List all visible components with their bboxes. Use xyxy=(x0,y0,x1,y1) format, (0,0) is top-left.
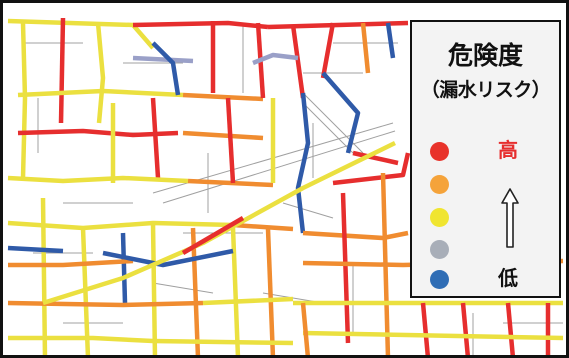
road-segment xyxy=(230,227,241,355)
road-segment xyxy=(150,222,158,355)
road-segment xyxy=(58,17,66,124)
road-segment xyxy=(340,192,351,344)
road-segment xyxy=(302,330,564,341)
road-segment xyxy=(17,88,184,98)
legend-dot-medium xyxy=(430,208,449,227)
legend-dot-high xyxy=(430,175,449,194)
road-segment xyxy=(20,22,28,99)
road-segment xyxy=(332,152,411,186)
road-segment xyxy=(20,97,28,179)
parcel-line xyxy=(302,102,354,154)
legend-label-high: 高 xyxy=(498,138,518,162)
road-segment xyxy=(120,232,128,304)
road-segment xyxy=(320,22,336,79)
road-network xyxy=(7,17,564,355)
road-segment xyxy=(95,22,106,124)
road-segment xyxy=(132,55,194,64)
road-segment xyxy=(290,24,306,99)
legend-dot-low xyxy=(430,240,449,259)
road-segment xyxy=(202,296,294,306)
road-segment xyxy=(151,41,181,96)
road-segment xyxy=(460,302,470,355)
road-segment xyxy=(505,302,515,355)
legend-subtitle: （漏水リスク） xyxy=(420,79,551,101)
road-segment xyxy=(252,52,299,66)
parcel-line xyxy=(162,130,396,204)
parcel-line xyxy=(282,202,334,219)
road-segment xyxy=(7,245,64,254)
road-segment xyxy=(360,22,371,74)
road-segment xyxy=(352,150,399,166)
road-segment xyxy=(187,178,274,188)
parcel-line xyxy=(152,282,214,294)
road-segment xyxy=(265,228,276,355)
road-segment xyxy=(40,197,48,355)
road-segment xyxy=(7,175,189,184)
road-segment xyxy=(321,71,361,154)
road-segment xyxy=(132,20,269,30)
up-arrow-icon xyxy=(501,188,519,248)
road-segment xyxy=(420,302,430,355)
legend-dot-very-high xyxy=(430,142,449,161)
road-segment xyxy=(385,22,396,59)
legend-label-low: 低 xyxy=(498,266,518,290)
road-segment xyxy=(302,230,409,241)
road-segment xyxy=(7,18,155,50)
road-segment xyxy=(182,92,264,102)
road-segment xyxy=(295,92,311,234)
road-segment xyxy=(181,216,245,255)
road-segment xyxy=(8,258,134,268)
road-segment xyxy=(300,302,310,355)
road-segment xyxy=(150,97,161,179)
road-segment xyxy=(190,227,201,355)
road-segment xyxy=(182,130,264,141)
road-segment xyxy=(232,222,294,232)
road-segment xyxy=(152,338,294,346)
risk-legend: 危険度 （漏水リスク） 高 低 xyxy=(410,20,561,298)
road-segment xyxy=(102,248,234,268)
parcel-line xyxy=(302,92,364,154)
road-segment xyxy=(7,300,204,308)
road-segment xyxy=(8,335,154,344)
legend-title: 危険度 xyxy=(447,41,523,70)
road-segment xyxy=(225,97,236,184)
legend-dot-very-low xyxy=(430,270,449,289)
